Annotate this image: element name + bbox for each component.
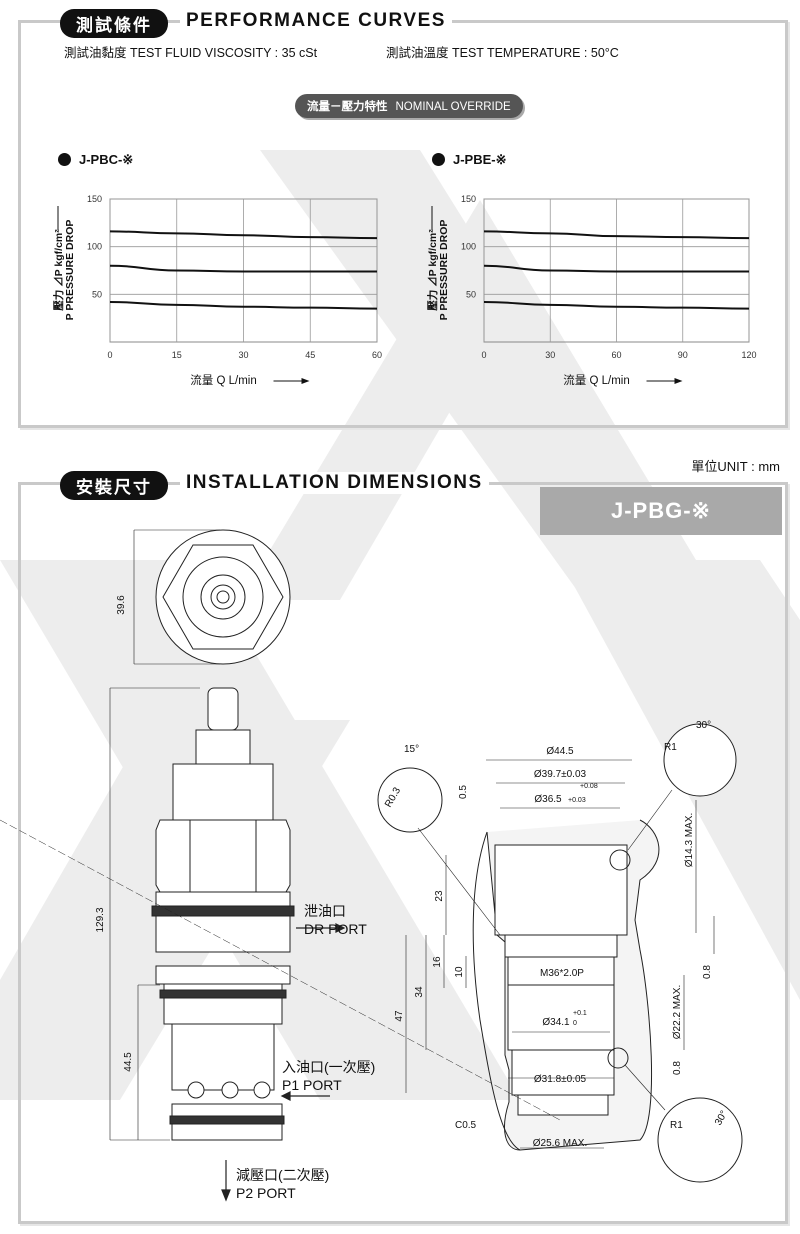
x-axis-arrowhead — [301, 378, 310, 384]
series-line-3 — [483, 300, 750, 310]
dim-d36-5-tol-dn: +0.03 — [568, 797, 586, 804]
series-line-1 — [109, 230, 378, 240]
installation-title-en: INSTALLATION DIMENSIONS — [180, 472, 489, 494]
dim-d34-1: Ø34.1 — [542, 1017, 570, 1028]
y-tick-label: 100 — [87, 242, 102, 252]
model-banner: J-PBG-※ — [540, 487, 782, 535]
angle-30-upper-label: 30° — [696, 720, 711, 731]
cavity-drawing — [0, 723, 743, 1183]
series-line-2 — [109, 264, 377, 273]
r1-upper-label: R1 — [664, 742, 677, 753]
dim-d34-1-tol-dn: 0 — [573, 1020, 577, 1027]
performance-title-en: PERFORMANCE CURVES — [180, 10, 452, 32]
dim-34: 34 — [414, 986, 425, 998]
dim-d34-1-tol-up: +0.1 — [573, 1010, 587, 1017]
y-axis-label-en: P PRESSURE DROP — [438, 220, 450, 321]
y-tick-label: 50 — [466, 289, 476, 299]
dim-thread: M36*2.0P — [540, 968, 584, 979]
unit-label: 單位UNIT : mm — [691, 459, 780, 474]
dim-top-hex: 39.6 — [116, 595, 127, 615]
dim-d25-6: Ø25.6 MAX. — [533, 1138, 587, 1149]
y-axis-label: 壓力 ⊿P kgf/cm² — [52, 229, 65, 311]
p2-port-en: P2 PORT — [236, 1185, 296, 1201]
x-tick-label: 30 — [545, 350, 555, 360]
dim-0-5: 0.5 — [458, 785, 469, 799]
performance-title-cn: 測試條件 — [60, 9, 168, 38]
y-axis-label: 壓力 ⊿P kgf/cm² — [426, 229, 439, 311]
bullet-icon — [432, 153, 445, 166]
valve-side-view — [109, 687, 295, 1141]
p2-port-cn: 減壓口(二次壓) — [236, 1167, 329, 1183]
x-tick-label: 60 — [611, 350, 621, 360]
chart-title-pbc: J-PBC-※ — [58, 152, 133, 168]
x-tick-label: 90 — [678, 350, 688, 360]
installation-title-cn: 安裝尺寸 — [60, 471, 168, 500]
y-tick-label: 150 — [87, 194, 102, 204]
x-tick-label: 0 — [481, 350, 486, 360]
dim-d44-5: Ø44.5 — [546, 746, 574, 757]
dr-port-en: DR PORT — [304, 921, 367, 937]
angle-15-label: 15° — [404, 744, 419, 755]
y-tick-label: 50 — [92, 289, 102, 299]
temperature-label: 測試油溫度 TEST TEMPERATURE : 50°C — [386, 46, 619, 60]
valve-top-view — [133, 529, 291, 665]
series-line-1 — [483, 230, 750, 240]
dr-port-cn: 泄油口 — [304, 903, 346, 919]
dim-d36-5-tol-up: +0.08 — [580, 783, 598, 790]
dim-16: 16 — [432, 956, 443, 968]
x-tick-label: 120 — [741, 350, 756, 360]
dim-0-8-lower: 0.8 — [672, 1061, 683, 1075]
port-arrows — [221, 923, 346, 1202]
subtitle-cn: 流量－壓力特性 — [307, 101, 388, 113]
series-line-2 — [483, 264, 749, 273]
dim-0-8-upper: 0.8 — [702, 965, 713, 979]
p1-port-cn: 入油口(一次壓) — [282, 1059, 375, 1075]
chart-title-pbe: J-PBE-※ — [432, 152, 507, 168]
x-axis-arrowhead — [674, 378, 683, 384]
p1-port-en: P1 PORT — [282, 1077, 342, 1093]
dim-10: 10 — [454, 966, 465, 978]
series-line-3 — [109, 300, 378, 310]
viscosity-label: 測試油黏度 TEST FLUID VISCOSITY : 35 cSt — [64, 46, 318, 60]
chamfer-label: C0.5 — [455, 1120, 477, 1131]
dim-47: 47 — [394, 1010, 405, 1022]
x-tick-label: 15 — [172, 350, 182, 360]
x-axis-label: 流量 Q L/min — [563, 373, 629, 387]
y-tick-label: 150 — [461, 194, 476, 204]
dim-total-length: 129.3 — [95, 907, 106, 932]
dim-lower-length: 44.5 — [123, 1052, 134, 1072]
x-tick-label: 30 — [238, 350, 248, 360]
bullet-icon — [58, 153, 71, 166]
dim-d39-7: Ø39.7±0.03 — [534, 769, 587, 780]
y-axis-label-en: P PRESSURE DROP — [64, 220, 76, 321]
y-tick-label: 100 — [461, 242, 476, 252]
x-tick-label: 0 — [107, 350, 112, 360]
dim-d14-3: Ø14.3 MAX. — [684, 813, 695, 867]
subtitle-en: NOMINAL OVERRIDE — [395, 101, 511, 113]
x-tick-label: 45 — [305, 350, 315, 360]
x-tick-label: 60 — [372, 350, 382, 360]
r1-lower-label: R1 — [670, 1120, 683, 1131]
dim-d36-5: Ø36.5 — [534, 794, 562, 805]
performance-charts: 0 15 30 45 60 50 100 150 流量 Q L/min 壓力 ⊿P kgf/cm²… — [52, 194, 757, 387]
dim-23: 23 — [434, 890, 445, 902]
nominal-override-badge: 流量－壓力特性 NOMINAL OVERRIDE — [295, 94, 523, 118]
dim-d31-8: Ø31.8±0.05 — [534, 1074, 587, 1085]
x-axis-label: 流量 Q L/min — [190, 373, 256, 387]
dim-d22-2: Ø22.2 MAX. — [672, 985, 683, 1039]
